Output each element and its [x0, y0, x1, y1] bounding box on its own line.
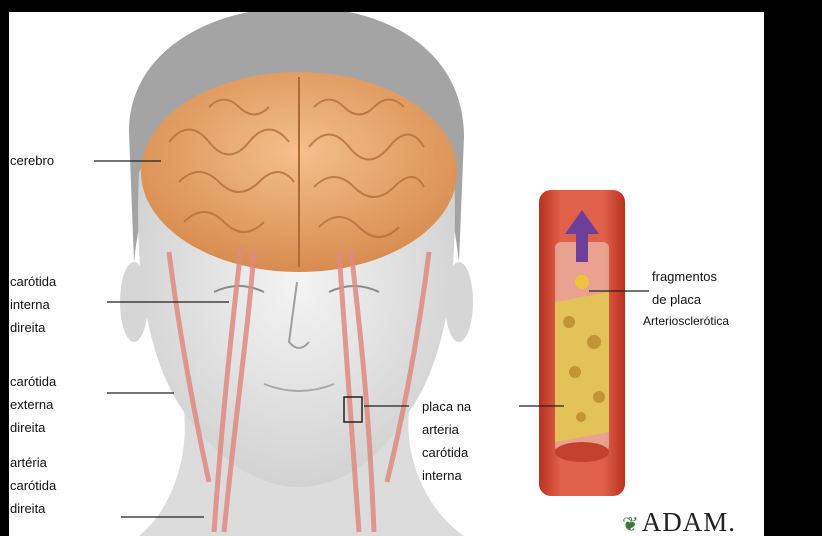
- adam-logo-text: ADAM.: [642, 507, 736, 536]
- label-fragmentos-2: de placa: [652, 288, 701, 311]
- label-arteria-carotida-direita: artéria carótida direita: [10, 451, 56, 520]
- adam-logo-icon: ❦: [622, 514, 640, 536]
- label-carotida-interna-direita: carótida interna direita: [10, 270, 56, 339]
- label-fragmentos-1: fragmentos: [652, 265, 717, 288]
- artery-section: [539, 190, 625, 496]
- brain: [141, 72, 457, 272]
- right-ear: [445, 262, 473, 342]
- anatomy-illustration: [9, 12, 764, 536]
- illustration-panel: cerebro carótida interna direita carótid…: [9, 12, 764, 536]
- adam-logo: ❦ADAM.: [622, 507, 736, 536]
- plaque-fragment: [575, 275, 589, 289]
- label-cerebro: cerebro: [10, 149, 54, 172]
- label-carotida-externa-direita: carótida externa direita: [10, 370, 56, 439]
- label-fragmentos-3: Arteriosclerótica: [643, 310, 729, 333]
- label-placa-arteria: placa na arteria carótida interna: [422, 395, 471, 487]
